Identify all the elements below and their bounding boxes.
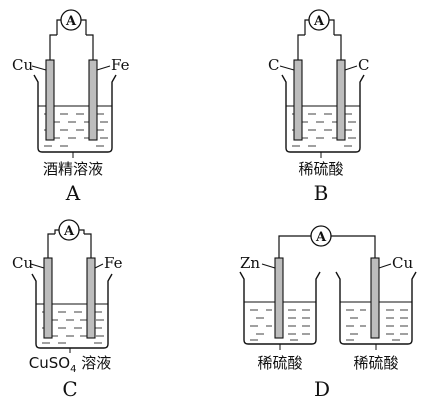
setup-c-solution-formula: CuSO bbox=[29, 354, 70, 372]
setup-a-beaker bbox=[33, 74, 117, 153]
setup-b-right-electrode bbox=[336, 59, 346, 141]
setup-a-right-electrode bbox=[88, 59, 98, 141]
setup-a-right-electrode-label: Fe bbox=[111, 56, 130, 74]
setup-d-ammeter bbox=[310, 225, 332, 247]
setup-c-beaker bbox=[31, 273, 113, 349]
setup-c-solution-label: CuSO4 溶液 bbox=[29, 354, 111, 375]
setup-d-right-solution-label: 稀硫酸 bbox=[353, 354, 398, 372]
setup-a-ammeter-label: A bbox=[65, 14, 77, 29]
setup-b-solution-label: 稀硫酸 bbox=[298, 160, 343, 178]
setup-b-left-electrode-label: C bbox=[268, 56, 279, 74]
setup-b-ammeter-label: A bbox=[313, 14, 325, 29]
setup-c-ammeter-label: A bbox=[63, 224, 75, 239]
setup-d-left-solution-label: 稀硫酸 bbox=[257, 354, 302, 372]
setup-d-left-electrode-label: Zn bbox=[240, 254, 260, 272]
setup-c-letter: C bbox=[62, 377, 77, 401]
setup-c-right-electrode bbox=[86, 257, 96, 339]
setup-b: A C C 稀硫酸 B bbox=[268, 9, 369, 205]
setup-c-wire-meter bbox=[54, 229, 85, 234]
setup-a-letter: A bbox=[65, 181, 81, 205]
setup-c-right-electrode-label: Fe bbox=[104, 254, 123, 272]
setup-d-right-liquid bbox=[346, 309, 408, 341]
setup-c-wire-right bbox=[84, 233, 92, 258]
setup-a: A Cu Fe 酒精溶液 A bbox=[12, 9, 130, 205]
setup-a-left-electrode-label: Cu bbox=[12, 56, 33, 74]
setup-a-left-electrode bbox=[45, 59, 55, 141]
setup-b-wire-left bbox=[297, 34, 305, 60]
setup-b-letter: B bbox=[314, 181, 329, 205]
setup-c-solution-subscript: 4 bbox=[70, 364, 76, 375]
setup-a-wire-left bbox=[49, 34, 57, 60]
setup-a-solution-label: 酒精溶液 bbox=[43, 160, 103, 178]
setup-d-right-electrode bbox=[370, 257, 380, 339]
setup-b-left-electrode bbox=[293, 59, 303, 141]
setup-c-solution-suffix: 溶液 bbox=[76, 354, 111, 372]
setup-d: A Zn 稀硫酸 Cu 稀硫酸 D bbox=[239, 225, 417, 401]
setup-d-left-liquid bbox=[250, 309, 310, 341]
setup-c-wire-left bbox=[47, 233, 55, 258]
setup-c-left-electrode-label: Cu bbox=[12, 254, 33, 272]
setup-d-left-electrode bbox=[274, 257, 284, 339]
setup-c-left-electrode bbox=[43, 257, 53, 339]
setup-a-wire-meter bbox=[56, 19, 87, 35]
setup-a-wire-right bbox=[86, 34, 94, 60]
setup-b-right-electrode-label: C bbox=[358, 56, 369, 74]
setup-b-wire-meter bbox=[304, 19, 335, 35]
setup-d-ammeter-label: A bbox=[315, 230, 327, 245]
setup-b-wire-right bbox=[334, 34, 342, 60]
setup-d-wire bbox=[278, 235, 376, 258]
setup-d-letter: D bbox=[314, 377, 330, 401]
setup-d-right-electrode-label: Cu bbox=[392, 254, 413, 272]
setup-c: A Cu Fe CuSO4 溶液 C bbox=[12, 219, 123, 401]
setup-b-beaker bbox=[281, 74, 365, 153]
